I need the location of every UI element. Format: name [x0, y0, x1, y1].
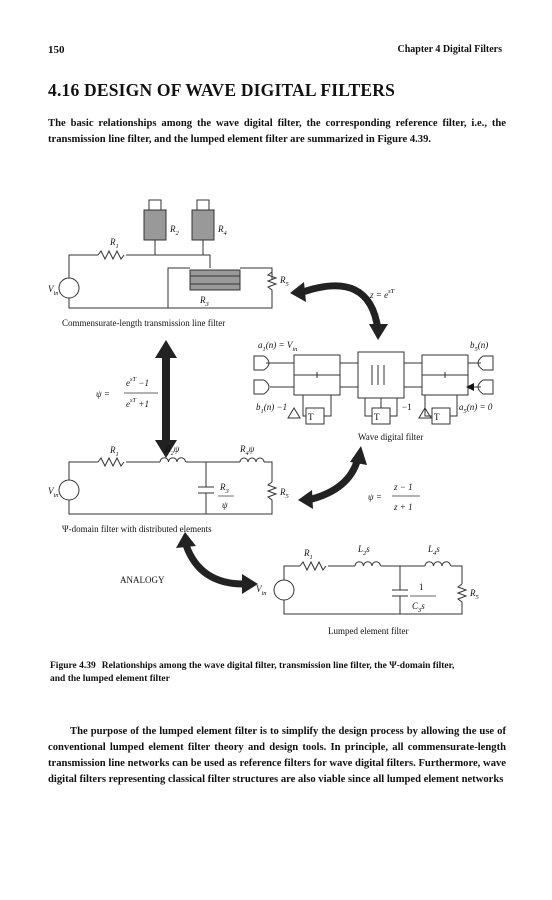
- label-r1-lumped: R1: [303, 548, 313, 561]
- label-r5-psi: R5: [279, 487, 290, 500]
- equation-z: z = esT: [369, 288, 395, 300]
- psi-domain-filter: [58, 456, 278, 515]
- line-r3-tl: [189, 269, 241, 291]
- resistor-r1-lumped: [299, 560, 327, 572]
- wave-digital-filter: [253, 351, 494, 425]
- arrow-vertical-shaft: [162, 354, 170, 444]
- resistor-r5-psi: [266, 481, 278, 503]
- resistor-r1-psi: [97, 456, 125, 468]
- delay-label-1: T: [308, 412, 314, 422]
- label-vin-psi: Vin: [48, 486, 59, 499]
- svg-text:ψ =: ψ =: [368, 492, 382, 502]
- label-vin-tl: Vin: [48, 284, 59, 297]
- adaptor-parallel: [357, 351, 405, 399]
- delay-label-2: T: [374, 412, 380, 422]
- vin-source-psi: [58, 479, 80, 501]
- transmission-line-filter: [58, 199, 278, 309]
- label-analogy: ANALOGY: [120, 575, 165, 585]
- section-title: 4.16 DESIGN OF WAVE DIGITAL FILTERS: [48, 80, 396, 100]
- label-c-num: 1: [419, 582, 424, 592]
- caption-psi-filter: Ψ-domain filter with distributed element…: [62, 524, 212, 534]
- caption-tl-filter: Commensurate-length transmission line fi…: [62, 318, 225, 328]
- port-output-b1: [253, 379, 270, 395]
- capacitor-r3-psi: [198, 486, 214, 494]
- port-output-b5: [477, 355, 494, 371]
- label-r1-tl: R1: [109, 237, 119, 250]
- label-r2-tl: R2: [169, 224, 180, 237]
- capacitor-c3-lumped: [392, 589, 408, 597]
- inverter-1: [287, 407, 301, 419]
- arrow-curve-bottom: [182, 543, 247, 588]
- label-r5-lumped: R5: [469, 588, 480, 601]
- lumped-element-filter: [273, 560, 468, 615]
- delay-label-3: T: [434, 412, 440, 422]
- label-r4-psi: R4ψ: [239, 444, 255, 457]
- svg-text:esT −1: esT −1: [126, 376, 149, 388]
- arrows: [155, 282, 388, 594]
- inductor-l4-lumped: [424, 561, 451, 567]
- inductor-l2-lumped: [354, 561, 381, 567]
- stub-r2-tl: [143, 209, 167, 241]
- label-l2-lumped: L2s: [357, 544, 370, 557]
- inverter-2: [418, 407, 432, 419]
- svg-text:ψ =: ψ =: [96, 389, 110, 399]
- label-r3-psi: R3: [219, 482, 230, 495]
- page-number: 150: [48, 44, 65, 56]
- figure-caption-text: Relationships among the wave digital fil…: [50, 661, 455, 684]
- label-r3-psi-den: ψ: [222, 500, 228, 510]
- label-c3-lumped: C3s: [412, 601, 425, 614]
- label-minus-one: −1: [402, 402, 412, 412]
- label-r5-tl: R5: [279, 275, 290, 288]
- body-paragraph: The purpose of the lumped element filter…: [48, 726, 506, 785]
- port-input-a5: [477, 379, 494, 395]
- stub-r4-tl: [191, 209, 215, 241]
- svg-text:esT +1: esT +1: [126, 397, 149, 409]
- vin-source-tl: [58, 277, 80, 299]
- svg-text:z + 1: z + 1: [393, 502, 413, 512]
- equation-psi-right: ψ = z − 1 z + 1: [368, 482, 420, 512]
- inductor-r4-psi: [239, 457, 265, 463]
- intro-paragraph: The basic relationships among the wave d…: [48, 118, 506, 145]
- svg-text:z − 1: z − 1: [393, 482, 413, 492]
- label-vin-lumped: Vin: [256, 584, 267, 597]
- label-l4-lumped: L4s: [427, 544, 440, 557]
- arrow-vertical-head-down: [155, 440, 177, 458]
- label-b1: b1(n) −1: [256, 402, 287, 415]
- caption-wdf: Wave digital filter: [358, 432, 423, 442]
- label-b5: b5(n): [470, 340, 488, 353]
- label-r3-tl: R3: [199, 295, 210, 308]
- resistor-r5-tl: [266, 268, 278, 294]
- label-r4-tl: R4: [217, 224, 228, 237]
- running-header: Chapter 4 Digital Filters: [397, 44, 502, 55]
- inductor-r2-psi: [159, 457, 186, 463]
- equation-psi-left: ψ = esT −1 esT +1: [96, 376, 158, 409]
- arrow-curve-middle: [307, 456, 362, 504]
- arrow-curve-top: [298, 282, 382, 331]
- port-input-a1: [253, 355, 270, 371]
- label-r2-psi: R2ψ: [164, 444, 180, 457]
- label-a1: a1(n) = Vin: [258, 340, 297, 353]
- figure-number: Figure 4.39: [50, 661, 96, 671]
- vin-source-lumped: [273, 579, 295, 601]
- label-r1-psi: R1: [109, 445, 119, 458]
- resistor-r5-lumped: [456, 583, 468, 604]
- resistor-r1-tl: [97, 249, 125, 261]
- arrow-vertical-head-up: [155, 340, 177, 358]
- caption-lumped-filter: Lumped element filter: [328, 626, 408, 636]
- label-a5: a5(n) = 0: [459, 402, 493, 415]
